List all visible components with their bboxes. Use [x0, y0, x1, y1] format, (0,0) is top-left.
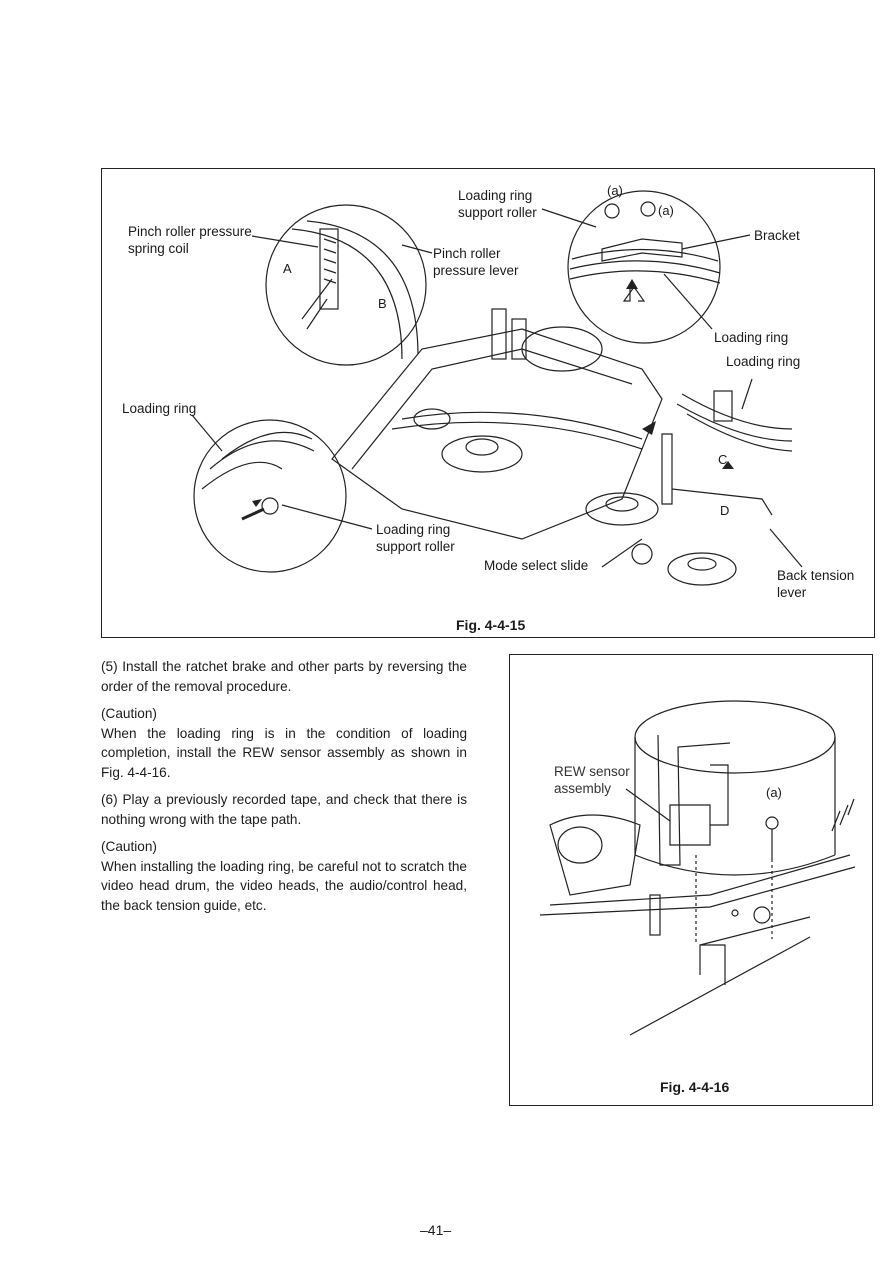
chassis-outline	[331, 328, 663, 540]
step-6: (6) Play a previously recorded tape, and…	[101, 792, 467, 827]
figure-caption: Fig. 4-4-15	[456, 617, 526, 633]
step-5: (5) Install the ratchet brake and other …	[101, 659, 467, 694]
mark-C: C	[718, 452, 728, 467]
page-number: –41–	[420, 1222, 452, 1238]
mark-a-2: (a)	[658, 203, 674, 218]
mechanism-drawing	[191, 190, 803, 586]
mark-a-1: (a)	[607, 183, 623, 198]
label-loading-ring-support-roller-top: Loading ring support roller	[458, 188, 537, 220]
label-bracket: Bracket	[754, 228, 800, 243]
caution-2-title: (Caution)	[101, 839, 157, 854]
mark-B: B	[378, 296, 387, 311]
label-pinch-roller-pressure-lever: Pinch roller pressure lever	[433, 246, 519, 278]
label-back-tension-lever: Back tension lever	[777, 568, 855, 600]
label-loading-ring-2: Loading ring	[726, 354, 801, 369]
label-rew-sensor-assembly: REW sensor assembly	[554, 764, 630, 796]
mark-D: D	[720, 503, 730, 518]
label-loading-ring-left: Loading ring	[122, 401, 197, 416]
label-loading-ring-support-roller-bottom: Loading ring support roller	[376, 522, 455, 554]
figure-caption: Fig. 4-4-16	[660, 1079, 730, 1095]
figure-4-4-15: Pinch roller pressure spring coil Loadin…	[101, 168, 875, 638]
detail-circle-bracket	[567, 190, 721, 344]
mark-a: (a)	[766, 785, 782, 800]
mark-A: A	[283, 261, 292, 276]
label-pinch-roller-pressure-spring-coil: Pinch roller pressure spring coil	[128, 224, 252, 256]
rew-sensor-drawing	[539, 700, 856, 1036]
head-drum-top	[634, 700, 836, 774]
label-loading-ring-1: Loading ring	[714, 330, 789, 345]
caution-2-body: When installing the loading ring, be car…	[101, 858, 467, 913]
label-mode-select-slide: Mode select slide	[484, 558, 589, 573]
figure-4-4-16: REW sensor assembly (a) Fig. 4-4-16	[509, 654, 873, 1106]
instruction-text: (5) Install the ratchet brake and other …	[101, 657, 467, 923]
caution-1-body: When the loading ring is in the conditio…	[101, 725, 467, 780]
detail-circle-pinch-roller	[265, 204, 427, 366]
caution-1-title: (Caution)	[101, 706, 157, 721]
detail-circle-loading-ring	[193, 419, 347, 573]
